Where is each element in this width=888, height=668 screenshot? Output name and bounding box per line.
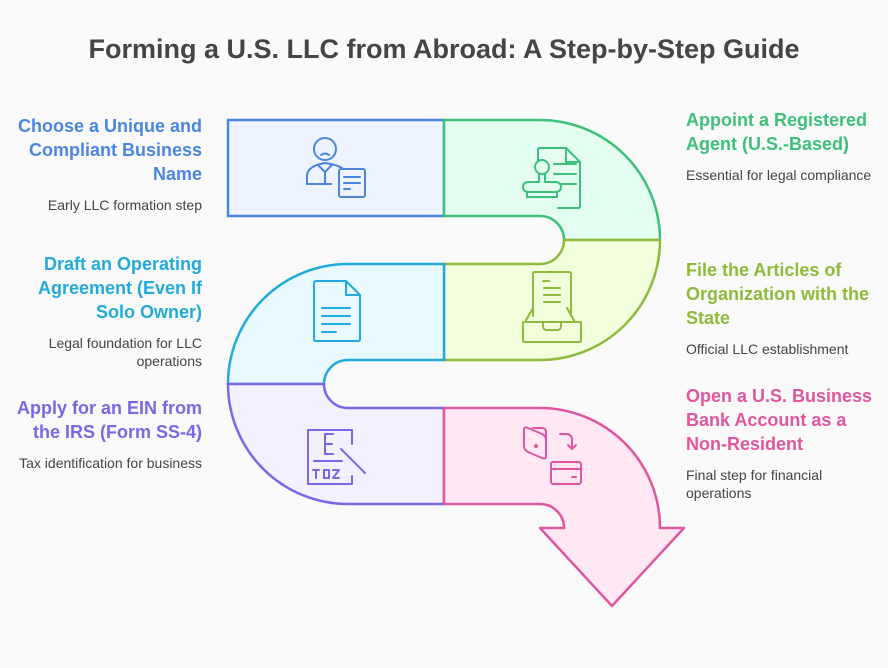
step-4-description: Legal foundation for LLC operations [48,335,202,369]
bank-card-icon [523,426,582,485]
person-document-icon [306,137,366,198]
step-4-text: Draft an Operating Agreement (Even If So… [12,252,202,370]
step-6-heading: Open a U.S. Business Bank Account as a N… [686,386,873,454]
step-3-description: Official LLC establishment [686,341,849,357]
step-1-description: Early LLC formation step [47,197,202,213]
step-5-heading: Apply for an EIN from the IRS (Form SS-4… [16,398,202,442]
step-3-segment [442,238,662,362]
step-1-text: Choose a Unique and Compliant Business N… [12,114,202,214]
step-5-segment [226,382,446,506]
step-4-heading: Draft an Operating Agreement (Even If So… [37,254,202,322]
tax-form-icon [307,429,366,485]
document-icon [313,280,361,342]
step-2-text: Appoint a Registered Agent (U.S.-Based) … [686,108,876,184]
step-2-segment [442,118,662,242]
step-6-segment [442,406,686,608]
step-1-heading: Choose a Unique and Compliant Business N… [17,116,202,184]
step-4-segment [226,262,446,386]
step-5-description: Tax identification for business [19,455,202,471]
step-3-heading: File the Articles of Organization with t… [686,260,869,328]
step-1-segment [226,118,446,218]
document-tray-icon [522,271,582,343]
step-2-heading: Appoint a Registered Agent (U.S.-Based) [686,110,868,154]
step-6-text: Open a U.S. Business Bank Account as a N… [686,384,876,502]
step-2-description: Essential for legal compliance [686,167,872,183]
stamp-document-icon [522,147,581,209]
page-title: Forming a U.S. LLC from Abroad: A Step-b… [88,34,800,64]
step-6-description: Final step for financial operations [686,467,823,501]
step-5-text: Apply for an EIN from the IRS (Form SS-4… [12,396,202,472]
step-3-text: File the Articles of Organization with t… [686,258,876,358]
